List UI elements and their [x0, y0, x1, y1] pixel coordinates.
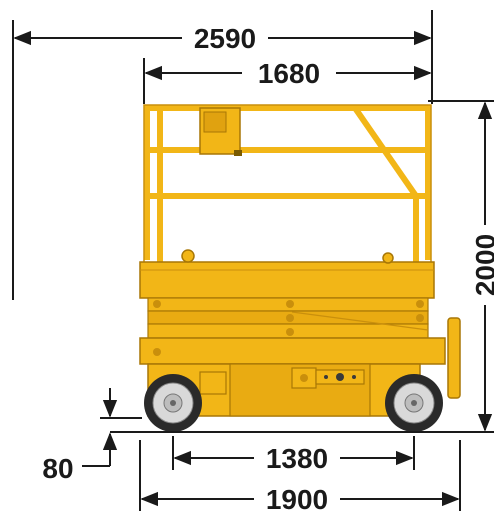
scissor-lift: [139, 104, 461, 432]
wheelbase-label: 1380: [266, 443, 328, 474]
dimension-platform-length: 1680: [144, 58, 432, 89]
overall-length-label: 2590: [194, 23, 256, 54]
ground-clearance-label: 80: [42, 453, 73, 484]
chassis-length-label: 1900: [266, 484, 328, 511]
dimension-ground-clearance: [82, 388, 118, 467]
control-box: [199, 107, 242, 156]
chassis: [139, 317, 461, 417]
platform-length-label: 1680: [258, 58, 320, 89]
guard-rail: [144, 105, 431, 262]
platform-deck: [139, 249, 435, 299]
front-wheel: [144, 374, 202, 432]
dimension-chassis-length: 1900: [140, 484, 460, 511]
dimension-overall-length: 2590: [13, 23, 432, 54]
dimension-stowed-height: 2000: [470, 101, 494, 432]
stowed-height-label: 2000: [470, 234, 494, 296]
scissor-stack: [147, 297, 429, 339]
dimension-lines: [12, 10, 494, 511]
dimension-wheelbase: 1380: [173, 443, 414, 474]
rear-wheel: [385, 374, 443, 432]
